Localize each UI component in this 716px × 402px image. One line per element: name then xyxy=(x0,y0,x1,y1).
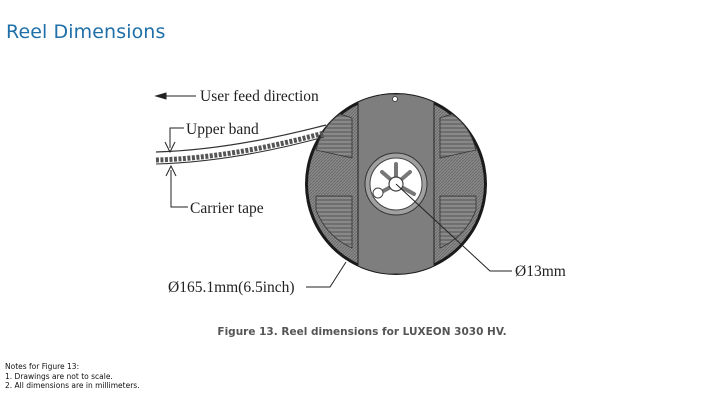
notes-title: Notes for Figure 13: xyxy=(5,362,80,371)
hub-diameter-label: Ø13mm xyxy=(515,263,566,280)
reel-graphic xyxy=(305,93,487,275)
section-heading: Reel Dimensions xyxy=(6,21,166,43)
figure-notes: Notes for Figure 13: 1. Drawings are not… xyxy=(5,362,140,391)
upper-band-label: Upper band xyxy=(186,121,259,138)
figure-caption: Figure 13. Reel dimensions for LUXEON 30… xyxy=(217,326,507,338)
note-item: 2. All dimensions are in millimeters. xyxy=(5,381,140,390)
note-item: 1. Drawings are not to scale. xyxy=(5,371,113,381)
carrier-tape-label: Carrier tape xyxy=(190,200,264,217)
reel-windows xyxy=(315,113,477,249)
outer-diameter-label: Ø165.1mm(6.5inch) xyxy=(168,279,295,296)
feed-direction-label: User feed direction xyxy=(200,88,319,105)
tape-strip xyxy=(155,124,327,165)
leader-lines xyxy=(154,92,512,288)
